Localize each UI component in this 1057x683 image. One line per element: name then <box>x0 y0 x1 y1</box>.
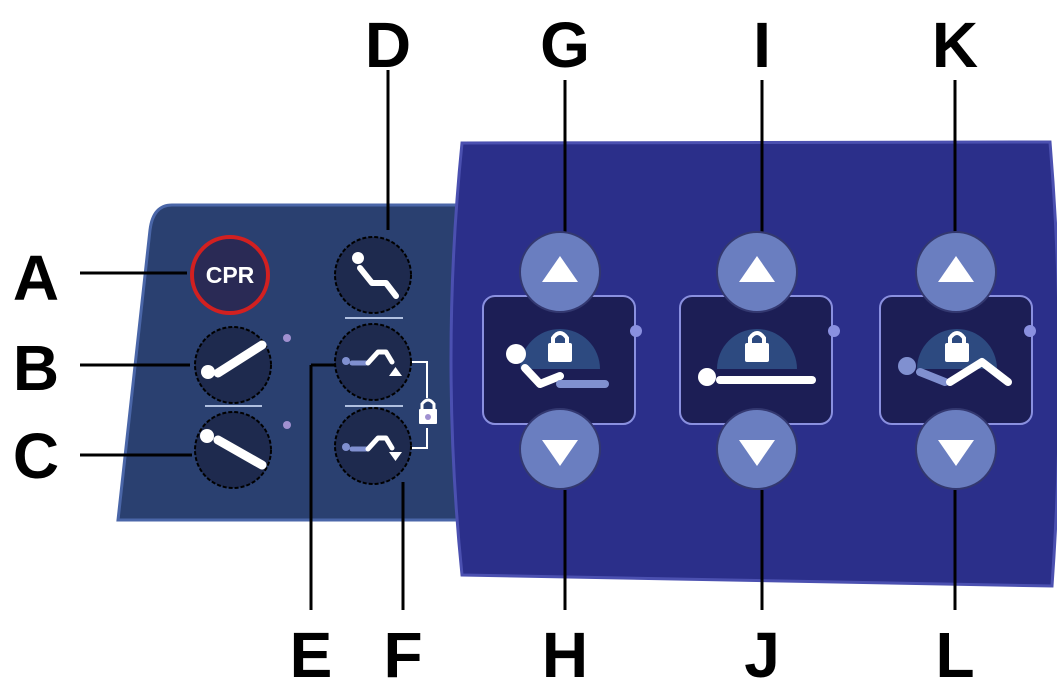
callout-h: H <box>542 619 588 683</box>
callout-d: D <box>365 9 411 81</box>
chair-position-icon <box>352 252 399 299</box>
callout-c: C <box>13 420 59 492</box>
cpr-button[interactable]: CPR <box>190 235 270 315</box>
trendelenburg-icon <box>201 340 267 379</box>
reverse-trendelenburg-button[interactable] <box>194 411 272 489</box>
reverse-trendelenburg-icon <box>200 429 267 470</box>
bed-height-down-button-small[interactable] <box>334 407 412 485</box>
callout-e: E <box>290 619 333 683</box>
callout-a: A <box>13 242 59 314</box>
callout-j: J <box>744 619 780 683</box>
head-section-lock-icon <box>506 329 609 388</box>
knee-section-patient-icon <box>898 357 1012 386</box>
flat-patient-icon <box>698 368 816 386</box>
callout-l: L <box>935 619 974 683</box>
indicator-light-head <box>630 325 642 337</box>
callout-b: B <box>13 332 59 404</box>
callout-i: I <box>753 9 771 81</box>
down-arrow-icon <box>542 440 578 466</box>
head-section-down-button[interactable] <box>519 408 601 490</box>
bed-height-lock-icon <box>698 329 816 386</box>
knee-section-down-button[interactable] <box>915 408 997 490</box>
bed-height-up-icon <box>342 349 402 376</box>
knee-section-lock-icon <box>898 329 1012 386</box>
cpr-label: CPR <box>206 262 255 288</box>
trendelenburg-button[interactable] <box>194 326 272 404</box>
knee-section-up-button[interactable] <box>915 231 997 313</box>
up-arrow-icon <box>739 256 775 282</box>
callout-f: F <box>383 619 422 683</box>
indicator-light-knee <box>1024 325 1036 337</box>
head-section-patient-icon <box>506 344 609 388</box>
indicator-light-b <box>283 334 291 342</box>
up-arrow-icon <box>938 256 974 282</box>
down-arrow-icon <box>739 440 775 466</box>
callout-g: G <box>540 9 590 81</box>
indicator-light-height <box>828 325 840 337</box>
up-arrow-icon <box>542 256 578 282</box>
head-section-up-button[interactable] <box>519 231 601 313</box>
bed-height-down-icon <box>342 435 402 461</box>
lock-icon <box>419 398 437 424</box>
bed-height-down-button[interactable] <box>716 408 798 490</box>
height-lock-bracket <box>412 361 437 449</box>
indicator-light-c <box>283 421 291 429</box>
chair-position-button[interactable] <box>334 236 412 314</box>
leader-lines <box>80 70 957 610</box>
down-arrow-icon <box>938 440 974 466</box>
bed-height-up-button[interactable] <box>716 231 798 313</box>
callout-k: K <box>932 9 978 81</box>
bed-height-up-button-small[interactable] <box>334 323 412 401</box>
